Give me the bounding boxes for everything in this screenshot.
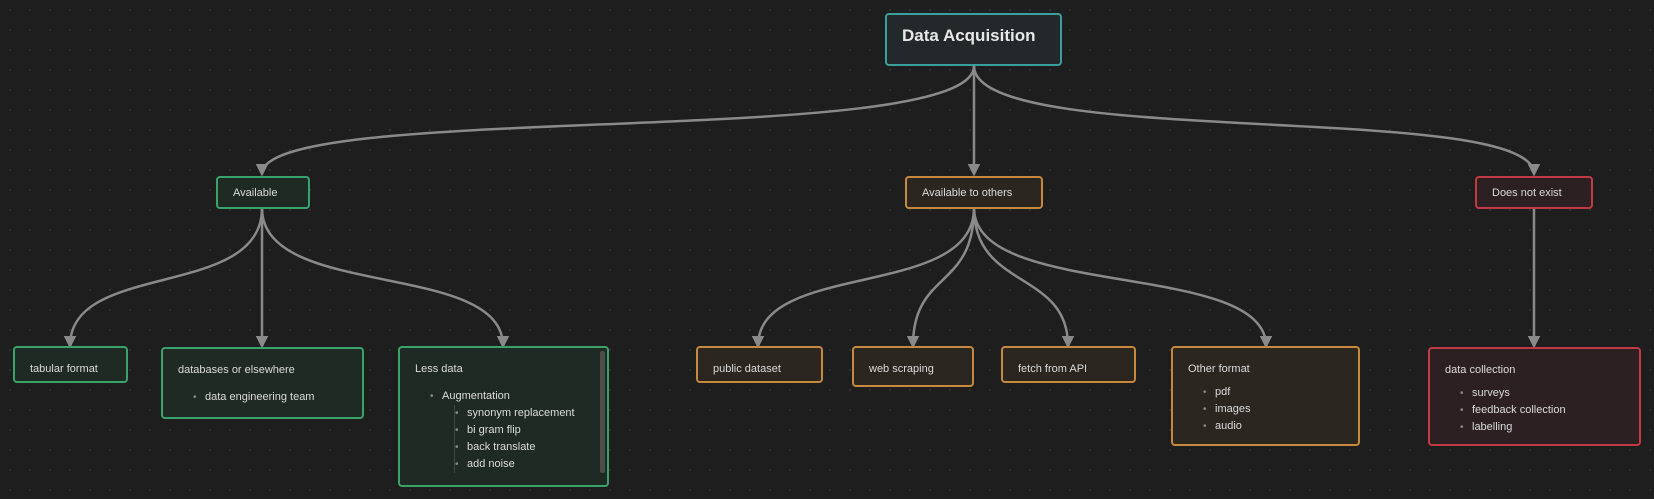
edge-available-tabular — [63, 207, 264, 349]
list-item: pdf — [1203, 384, 1250, 401]
less-data-title: Less data — [415, 363, 463, 375]
edge-root-available — [255, 65, 976, 177]
edge-others-other-format — [972, 207, 1273, 349]
list-item: labelling — [1460, 419, 1566, 436]
scrollbar[interactable] — [600, 351, 605, 473]
available-label: Available — [233, 187, 278, 199]
list-item: bi gram flip — [455, 422, 575, 439]
edge-others-public — [751, 207, 976, 349]
databases-node[interactable]: databases or elsewhere data engineering … — [161, 347, 364, 419]
databases-title: databases or elsewhere — [178, 364, 295, 376]
less-data-node[interactable]: Less data Augmentation synonym replaceme… — [398, 346, 609, 487]
does-not-exist-node[interactable]: Does not exist — [1475, 176, 1593, 209]
available-to-others-node[interactable]: Available to others — [905, 176, 1043, 209]
augmentation-sublist: synonym replacement bi gram flip back tr… — [454, 405, 575, 473]
list-item: data engineering team — [193, 389, 314, 406]
less-data-list: Augmentation — [430, 388, 510, 405]
databases-list: data engineering team — [193, 389, 314, 406]
fetch-from-api-label: fetch from API — [1018, 363, 1088, 375]
list-item: images — [1203, 401, 1250, 418]
web-scraping-node[interactable]: web scraping — [852, 346, 974, 387]
list-item: synonym replacement — [455, 405, 575, 422]
edge-root-not-exist — [972, 65, 1541, 177]
does-not-exist-label: Does not exist — [1492, 187, 1562, 199]
other-format-list: pdf images audio — [1203, 384, 1250, 435]
tabular-format-label: tabular format — [30, 363, 98, 375]
list-item: surveys — [1460, 385, 1566, 402]
list-item: feedback collection — [1460, 402, 1566, 419]
public-dataset-node[interactable]: public dataset — [696, 346, 823, 383]
available-to-others-label: Available to others — [922, 187, 1013, 199]
data-collection-list: surveys feedback collection labelling — [1460, 385, 1566, 436]
fetch-from-api-node[interactable]: fetch from API — [1001, 346, 1136, 383]
list-item: audio — [1203, 418, 1250, 435]
data-collection-node[interactable]: data collection surveys feedback collect… — [1428, 347, 1641, 446]
other-format-title: Other format — [1188, 363, 1250, 375]
root-node[interactable]: Data Acquisition — [885, 13, 1062, 66]
edge-others-scraping — [906, 207, 976, 349]
tabular-format-node[interactable]: tabular format — [13, 346, 128, 383]
web-scraping-label: web scraping — [869, 363, 934, 375]
other-format-node[interactable]: Other format pdf images audio — [1171, 346, 1360, 446]
list-item: back translate — [455, 439, 575, 456]
edge-available-less-data — [260, 207, 510, 349]
public-dataset-label: public dataset — [713, 363, 781, 375]
available-node[interactable]: Available — [216, 176, 310, 209]
edge-others-api — [972, 207, 1075, 349]
list-item: Augmentation — [430, 388, 510, 405]
data-collection-title: data collection — [1445, 364, 1516, 376]
list-item: add noise — [455, 456, 575, 473]
root-title: Data Acquisition — [902, 26, 1036, 45]
